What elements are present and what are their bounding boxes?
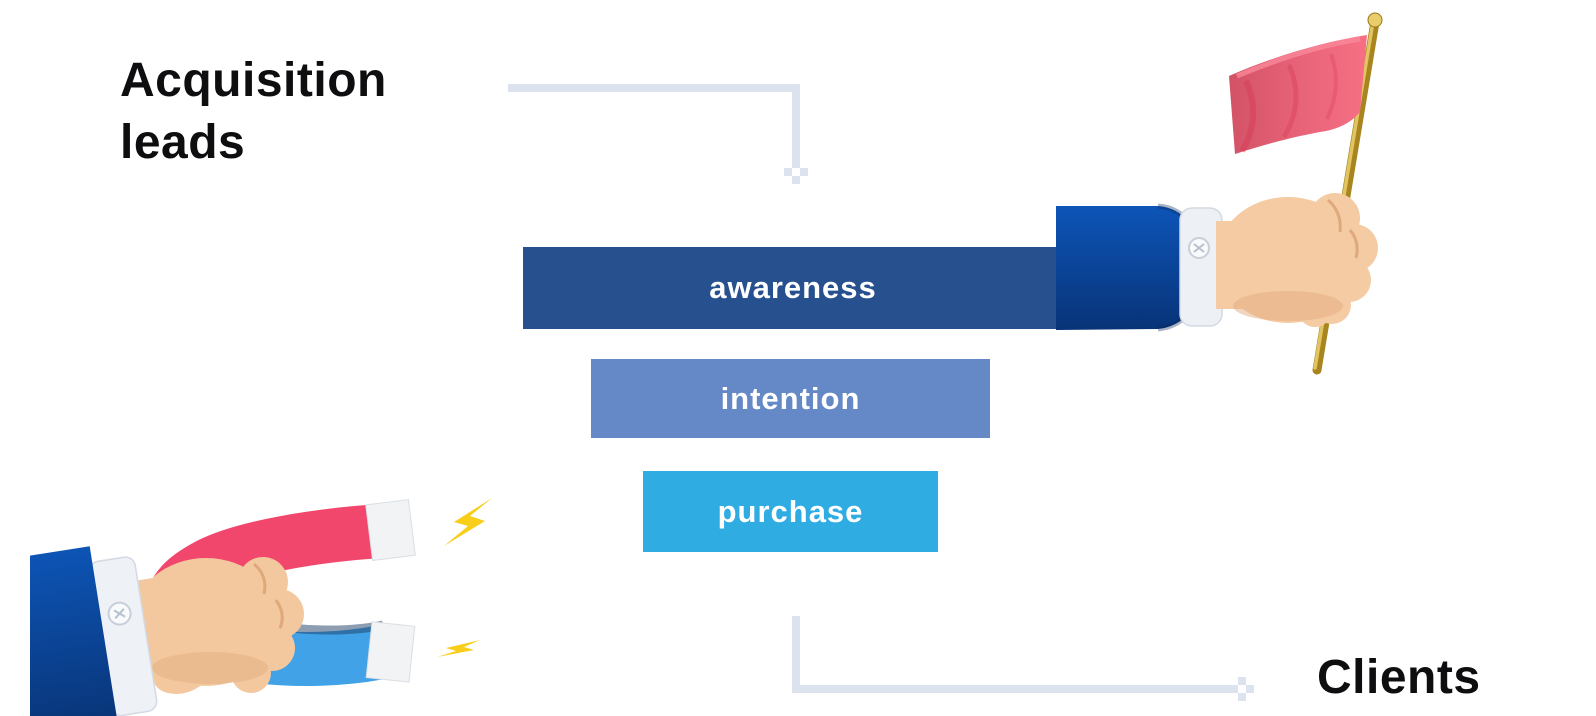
flag-fold [1281, 63, 1299, 139]
lightning-bolt-top-icon [444, 498, 492, 546]
connector-bottom-pixel-end [1238, 677, 1246, 685]
knuckle-creases [252, 562, 284, 629]
shirt-cuff [1179, 207, 1223, 327]
connector-bottom-pixel-end [1246, 685, 1254, 693]
funnel-stage-awareness-label: awareness [709, 270, 877, 305]
connector-top-pixel-end [800, 168, 808, 176]
clients-label: Clients [1317, 651, 1481, 704]
fist [114, 557, 304, 695]
flagpole-finial [1367, 12, 1383, 28]
connector-bottom-vertical-line [792, 616, 800, 693]
hand-holding-flag-illustration [1056, 12, 1383, 375]
cuff-button-thread [113, 608, 126, 619]
knuckle-creases [1326, 198, 1359, 259]
funnel-stage-awareness: awareness [523, 247, 1063, 329]
connector-top-vertical-line [792, 84, 800, 168]
funnel-stage-intention: intention [591, 359, 990, 438]
fist-shadow [1233, 291, 1343, 321]
lightning-bolt-bottom-icon [437, 640, 480, 657]
connector-top-horizontal-line [508, 84, 800, 92]
funnel-stage-purchase: purchase [643, 471, 938, 552]
connector-bottom-horizontal-line [792, 685, 1238, 693]
flag-fold [1239, 79, 1257, 153]
magnet-tip-bottom [365, 621, 416, 683]
fist-shadow [152, 652, 268, 684]
connector-bottom-pixel-end [1238, 693, 1246, 701]
fist [1216, 193, 1378, 327]
suit-sleeve [1056, 206, 1202, 330]
flag-top-highlight [1236, 36, 1361, 79]
magnet-tip-top [365, 499, 416, 562]
connector-top-pixel-end [784, 168, 792, 176]
funnel-stage-intention-label: intention [720, 380, 861, 416]
acquisition-leads-line2: leads [120, 116, 246, 169]
suit-sleeve [30, 546, 121, 716]
connector-top-pixel-end [792, 176, 800, 184]
flag-fold [1325, 53, 1338, 120]
cuff-button-thread [1193, 243, 1205, 253]
hand-holding-magnet-illustration [30, 498, 492, 716]
acquisition-leads-line1: Acquisition [120, 54, 387, 107]
funnel-stage-purchase-label: purchase [717, 493, 864, 529]
acquisition-leads-label: Acquisition leads [120, 50, 387, 174]
